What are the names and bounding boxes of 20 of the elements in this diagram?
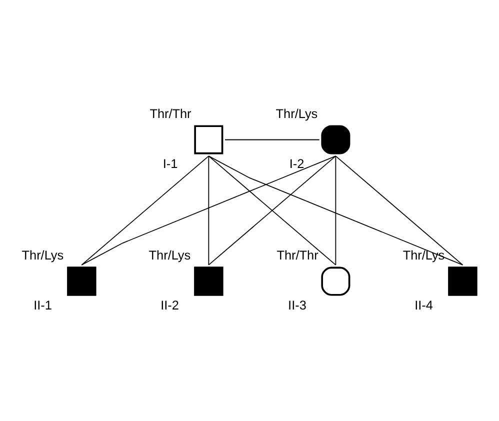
connector	[335, 156, 336, 266]
node-label: II-2	[160, 298, 179, 313]
connector	[81, 156, 336, 266]
node-label: Thr/Thr	[150, 107, 192, 122]
connector	[335, 156, 464, 266]
connector	[81, 156, 210, 266]
node-label: II-4	[414, 298, 433, 313]
node-label: I-1	[162, 157, 178, 172]
node-label: Thr/Lys	[148, 248, 191, 263]
connector	[208, 156, 210, 266]
connector	[224, 139, 320, 140]
node-label: Thr/Lys	[22, 248, 64, 263]
connector	[208, 156, 464, 266]
node-label: II-1	[34, 298, 52, 313]
connector	[208, 156, 336, 266]
node-label: I-2	[289, 157, 304, 172]
node-label: II-3	[288, 298, 306, 313]
node-label: Thr/Lys	[402, 248, 445, 263]
node-label: Thr/Lys	[276, 107, 318, 122]
node-label: Thr/Thr	[276, 248, 318, 263]
